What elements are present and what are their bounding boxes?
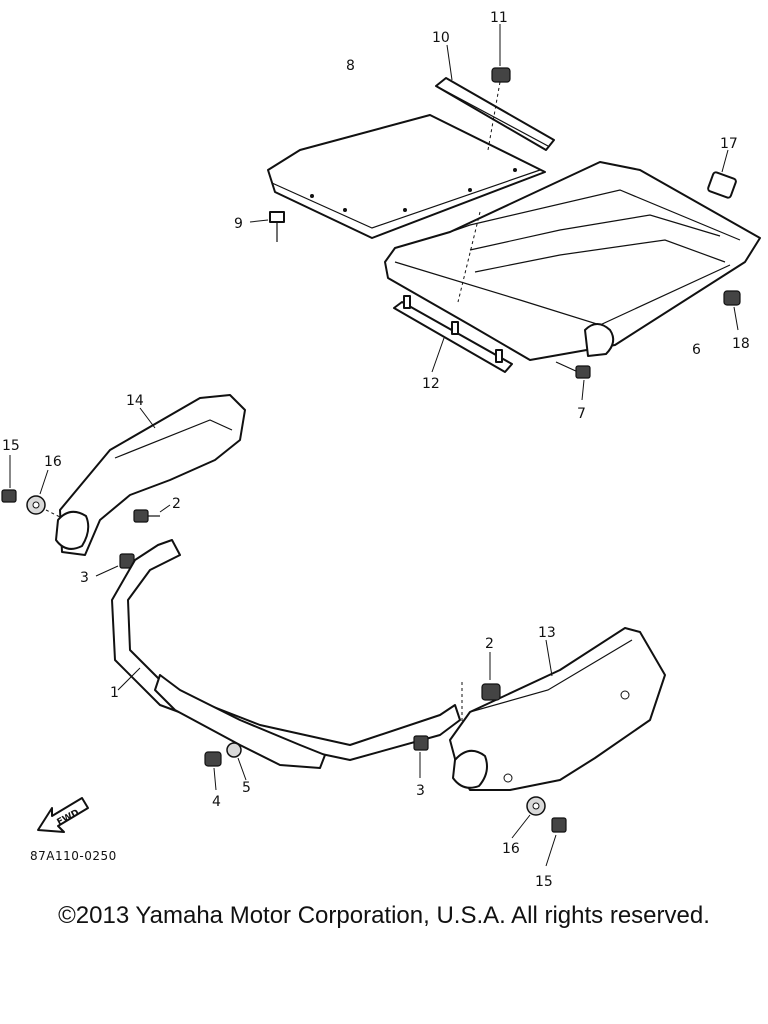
callout-11: 11	[490, 10, 508, 26]
callout-16-right: 16	[502, 841, 520, 857]
part-4-nut	[204, 751, 222, 791]
part-10-strip	[435, 44, 555, 151]
drawing-code: 87A110-0250	[30, 849, 117, 863]
callout-2-lower: 2	[485, 636, 494, 652]
part-16-nut-right	[511, 796, 546, 839]
part-17-pad	[707, 149, 737, 199]
callout-15-left: 15	[2, 438, 20, 454]
callout-9: 9	[234, 216, 243, 232]
part-18-nut	[723, 290, 741, 331]
part-11-nut	[487, 24, 511, 151]
callout-16-left: 16	[44, 454, 62, 470]
callout-14: 14	[126, 393, 144, 409]
callout-2-upper: 2	[172, 496, 181, 512]
callout-12: 12	[422, 376, 440, 392]
callout-15-right: 15	[535, 874, 553, 890]
callout-3-upper: 3	[80, 570, 89, 586]
copyright-notice: ©2013 Yamaha Motor Corporation, U.S.A. A…	[58, 902, 710, 929]
callout-8: 8	[346, 58, 355, 74]
callout-6: 6	[692, 342, 701, 358]
part-15-bolt-right	[545, 817, 567, 867]
callout-3-lower: 3	[416, 783, 425, 799]
front-arrow-icon: FWD	[37, 797, 89, 833]
callout-18: 18	[732, 336, 750, 352]
callout-7: 7	[577, 406, 586, 422]
part-14-left-cover	[55, 394, 246, 556]
part-5-nut	[226, 742, 247, 781]
part-8-cover-plate	[267, 114, 546, 239]
callout-1: 1	[110, 685, 119, 701]
part-16-nut-left	[26, 469, 63, 519]
part-15-bolt-left	[1, 455, 17, 503]
callout-10: 10	[432, 30, 450, 46]
part-6-housing	[384, 161, 761, 361]
part-1-bumper-bar	[111, 539, 463, 769]
part-12-bracket	[393, 295, 513, 373]
callout-17: 17	[720, 136, 738, 152]
part-7-bolt	[555, 361, 591, 401]
part-2-bolt-upper	[133, 504, 171, 523]
callout-13: 13	[538, 625, 556, 641]
part-2-bolt-lower	[481, 652, 501, 701]
callout-5: 5	[242, 780, 251, 796]
callout-4: 4	[212, 794, 221, 810]
part-13-right-cover	[449, 627, 666, 791]
part-3-clip-lower	[413, 735, 429, 778]
part-9-rivet	[249, 211, 285, 242]
